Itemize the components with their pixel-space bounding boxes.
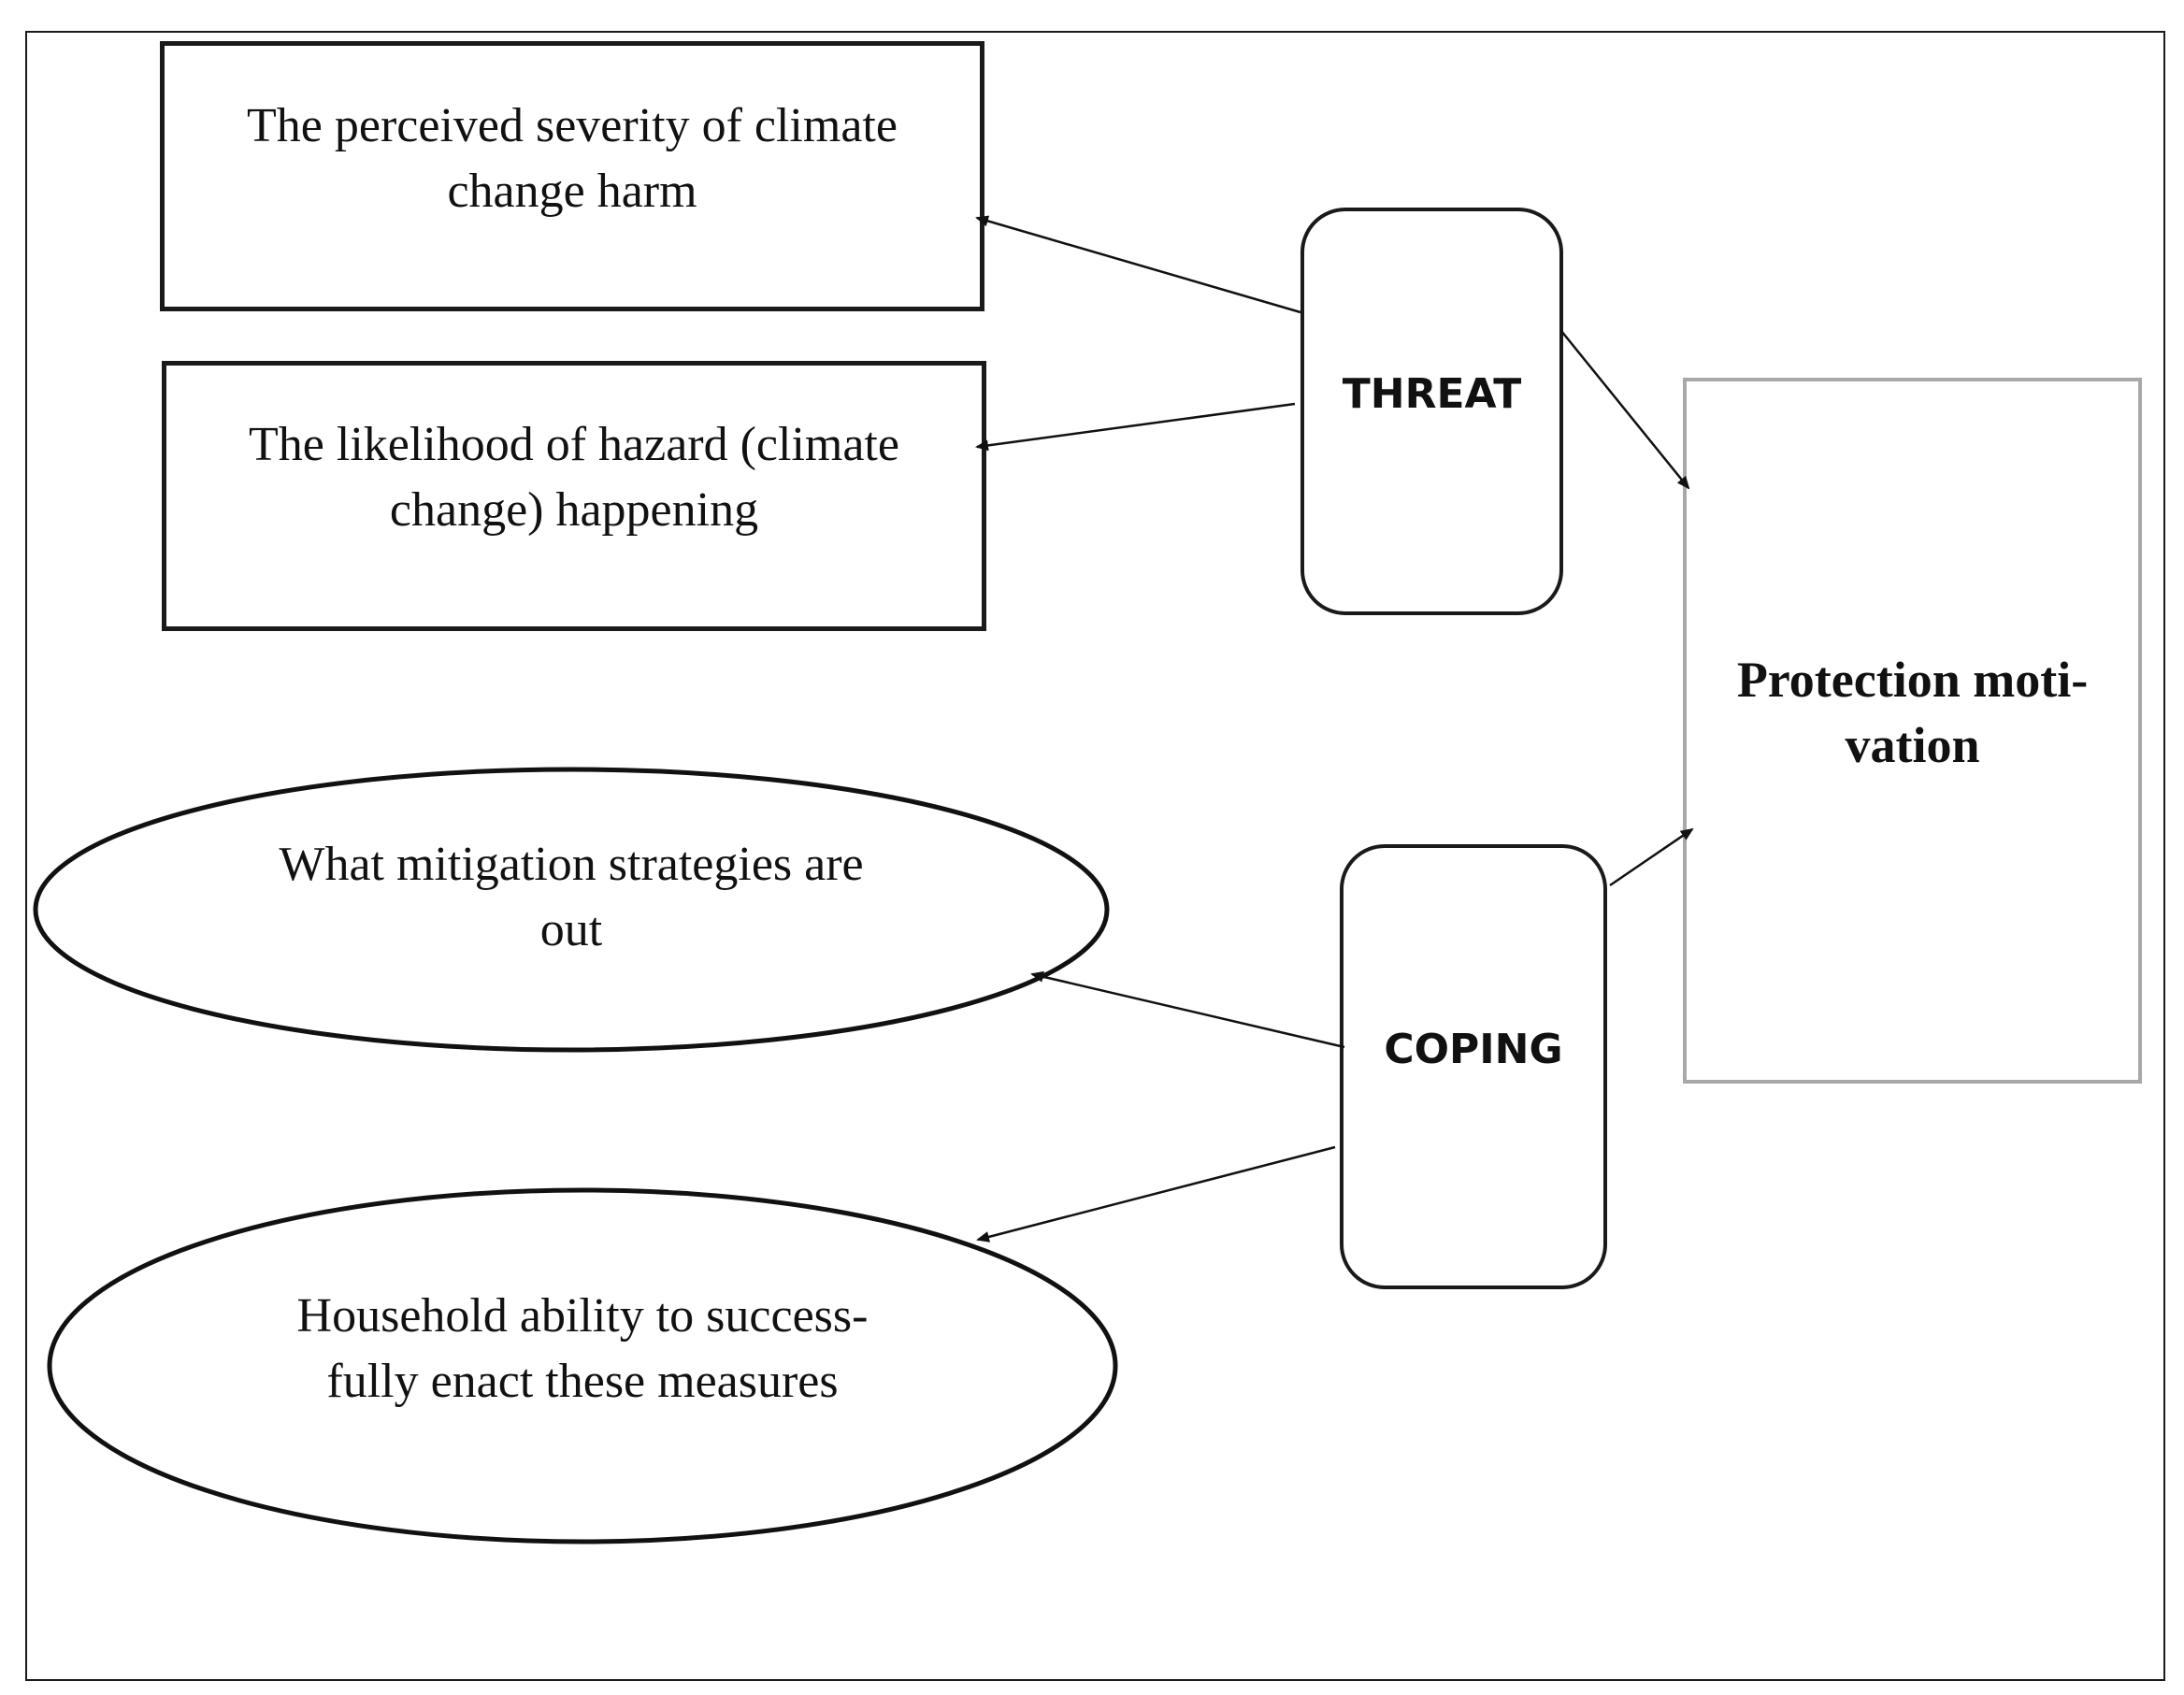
strategies-ellipse-line2: out: [539, 903, 603, 956]
coping-node-label: COPING: [1384, 1026, 1563, 1073]
protection-motivation-box: [1683, 378, 2142, 1084]
arrow-threat-to-severity: [975, 215, 1301, 314]
protection-motivation-label: Protection moti- vation: [1683, 647, 2142, 778]
likelihood-box-line2: change) happening: [389, 483, 759, 537]
strategies-ellipse-label: What mitigation strategies are out: [197, 832, 945, 963]
severity-box-line1: The perceived severity of climate: [247, 99, 898, 152]
threat-node: THREAT: [1300, 208, 1563, 615]
arrow-coping-to-strategies: [1030, 970, 1345, 1049]
protection-motivation-line1: Protection moti-: [1736, 652, 2089, 708]
strategies-ellipse: [33, 767, 1110, 1053]
likelihood-box-label: The likelihood of hazard (climate change…: [162, 412, 986, 543]
arrow-threat-to-likelihood: [975, 402, 1296, 452]
arrow-coping-to-ability: [976, 1145, 1336, 1243]
ability-ellipse-line1: Household ability to success-: [296, 1289, 869, 1343]
strategies-ellipse-line1: What mitigation strategies are: [279, 838, 864, 891]
protection-motivation-line2: vation: [1845, 717, 1980, 773]
severity-box: [160, 41, 984, 311]
ability-ellipse-line2: fully enact these measures: [326, 1355, 839, 1408]
arrow-threat-to-protection: [1560, 330, 1690, 490]
ability-ellipse: [47, 1187, 1118, 1544]
threat-node-label: THREAT: [1342, 370, 1522, 418]
coping-node: COPING: [1340, 844, 1607, 1289]
likelihood-box-line1: The likelihood of hazard (climate: [249, 418, 899, 471]
ability-ellipse-label: Household ability to success- fully enac…: [208, 1284, 956, 1415]
severity-box-label: The perceived severity of climate change…: [160, 93, 984, 224]
outer-frame: [25, 31, 2165, 1681]
severity-box-line2: change harm: [447, 165, 697, 218]
arrow-coping-to-protection: [1609, 827, 1694, 887]
likelihood-box: [162, 361, 986, 631]
